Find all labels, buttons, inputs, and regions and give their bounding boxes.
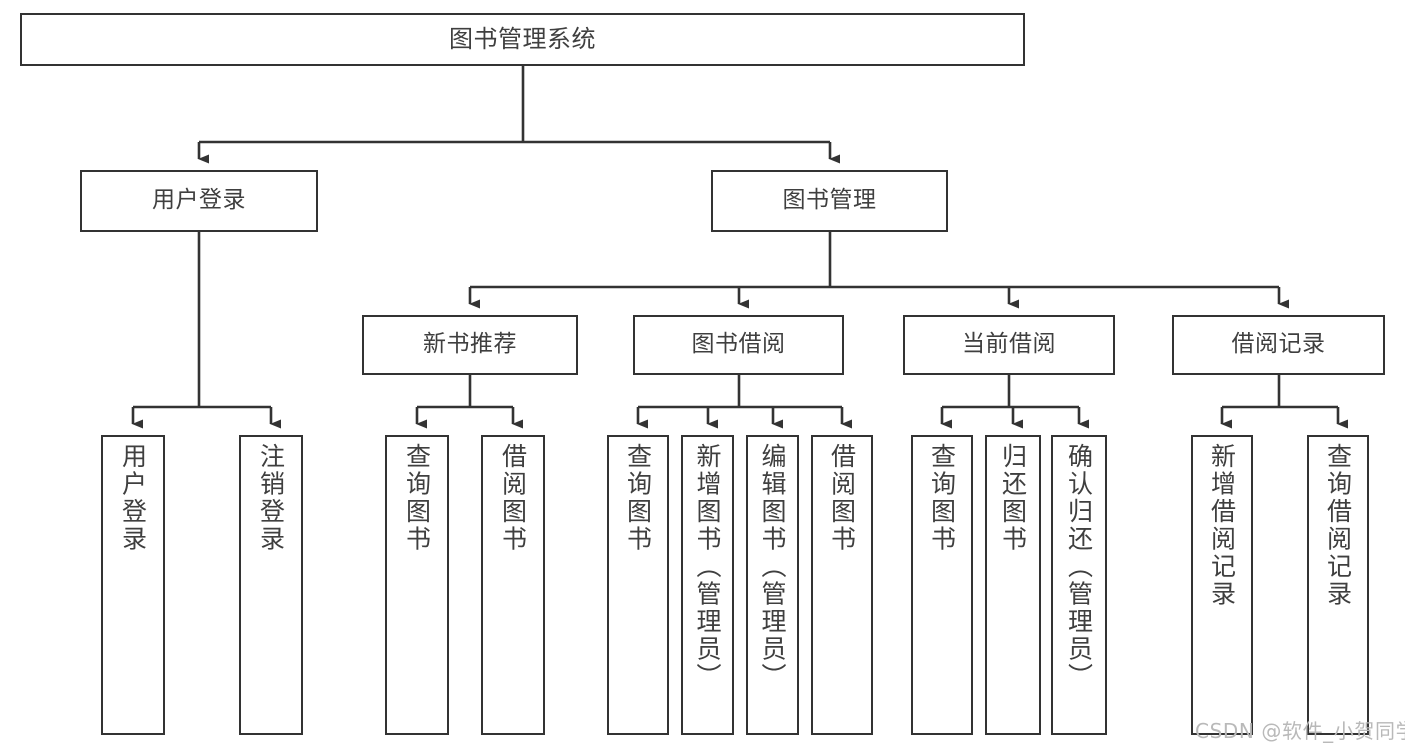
node-borrow-record-label: 借阅记录	[1231, 331, 1326, 358]
node-current-borrow[interactable]: 当前借阅	[903, 315, 1115, 375]
node-new-book-recommend-label: 新书推荐	[423, 331, 517, 358]
node-leaf-user-login[interactable]: 用户登录	[101, 435, 165, 735]
node-leaf-recommend-borrow-book[interactable]: 借阅图书	[481, 435, 545, 735]
node-new-book-recommend[interactable]: 新书推荐	[362, 315, 578, 375]
node-leaf-current-confirm-return-label: 确认归还（管理员）	[1064, 443, 1094, 691]
node-leaf-current-query-book-label: 查询图书	[927, 443, 957, 553]
node-book-borrow-label: 图书借阅	[691, 331, 786, 358]
node-leaf-record-add[interactable]: 新增借阅记录	[1191, 435, 1253, 735]
node-leaf-borrow-query-book[interactable]: 查询图书	[607, 435, 669, 735]
node-leaf-recommend-borrow-book-label: 借阅图书	[498, 443, 528, 553]
node-leaf-record-query-label: 查询借阅记录	[1323, 443, 1353, 608]
node-leaf-current-return-book[interactable]: 归还图书	[985, 435, 1041, 735]
node-leaf-user-logout[interactable]: 注销登录	[239, 435, 303, 735]
node-leaf-borrow-edit-book[interactable]: 编辑图书（管理员）	[746, 435, 799, 735]
node-leaf-current-return-book-label: 归还图书	[998, 443, 1028, 553]
node-leaf-user-login-label: 用户登录	[118, 443, 148, 553]
node-leaf-borrow-borrow-book-label: 借阅图书	[827, 443, 857, 553]
node-leaf-borrow-add-book[interactable]: 新增图书（管理员）	[681, 435, 734, 735]
node-root[interactable]: 图书管理系统	[20, 13, 1025, 66]
node-leaf-current-confirm-return[interactable]: 确认归还（管理员）	[1051, 435, 1107, 735]
node-book-management-module-label: 图书管理	[782, 187, 877, 214]
node-current-borrow-label: 当前借阅	[962, 331, 1056, 358]
node-book-management-module[interactable]: 图书管理	[711, 170, 948, 232]
node-user-login-module[interactable]: 用户登录	[80, 170, 318, 232]
node-leaf-record-query[interactable]: 查询借阅记录	[1307, 435, 1369, 735]
csdn-watermark: CSDN @软件_小贺同学	[1195, 719, 1405, 743]
node-root-label: 图书管理系统	[449, 25, 596, 54]
node-leaf-borrow-edit-book-label: 编辑图书（管理员）	[758, 443, 787, 691]
node-leaf-recommend-query-book-label: 查询图书	[402, 443, 432, 553]
node-leaf-recommend-query-book[interactable]: 查询图书	[385, 435, 449, 735]
node-leaf-borrow-add-book-label: 新增图书（管理员）	[693, 443, 722, 691]
node-user-login-module-label: 用户登录	[152, 187, 246, 214]
node-leaf-record-add-label: 新增借阅记录	[1207, 443, 1237, 608]
node-leaf-user-logout-label: 注销登录	[256, 443, 286, 553]
node-leaf-current-query-book[interactable]: 查询图书	[911, 435, 973, 735]
node-leaf-borrow-query-book-label: 查询图书	[623, 443, 653, 553]
node-leaf-borrow-borrow-book[interactable]: 借阅图书	[811, 435, 873, 735]
node-borrow-record[interactable]: 借阅记录	[1172, 315, 1385, 375]
node-book-borrow[interactable]: 图书借阅	[633, 315, 844, 375]
connector-edges	[131, 66, 1348, 429]
